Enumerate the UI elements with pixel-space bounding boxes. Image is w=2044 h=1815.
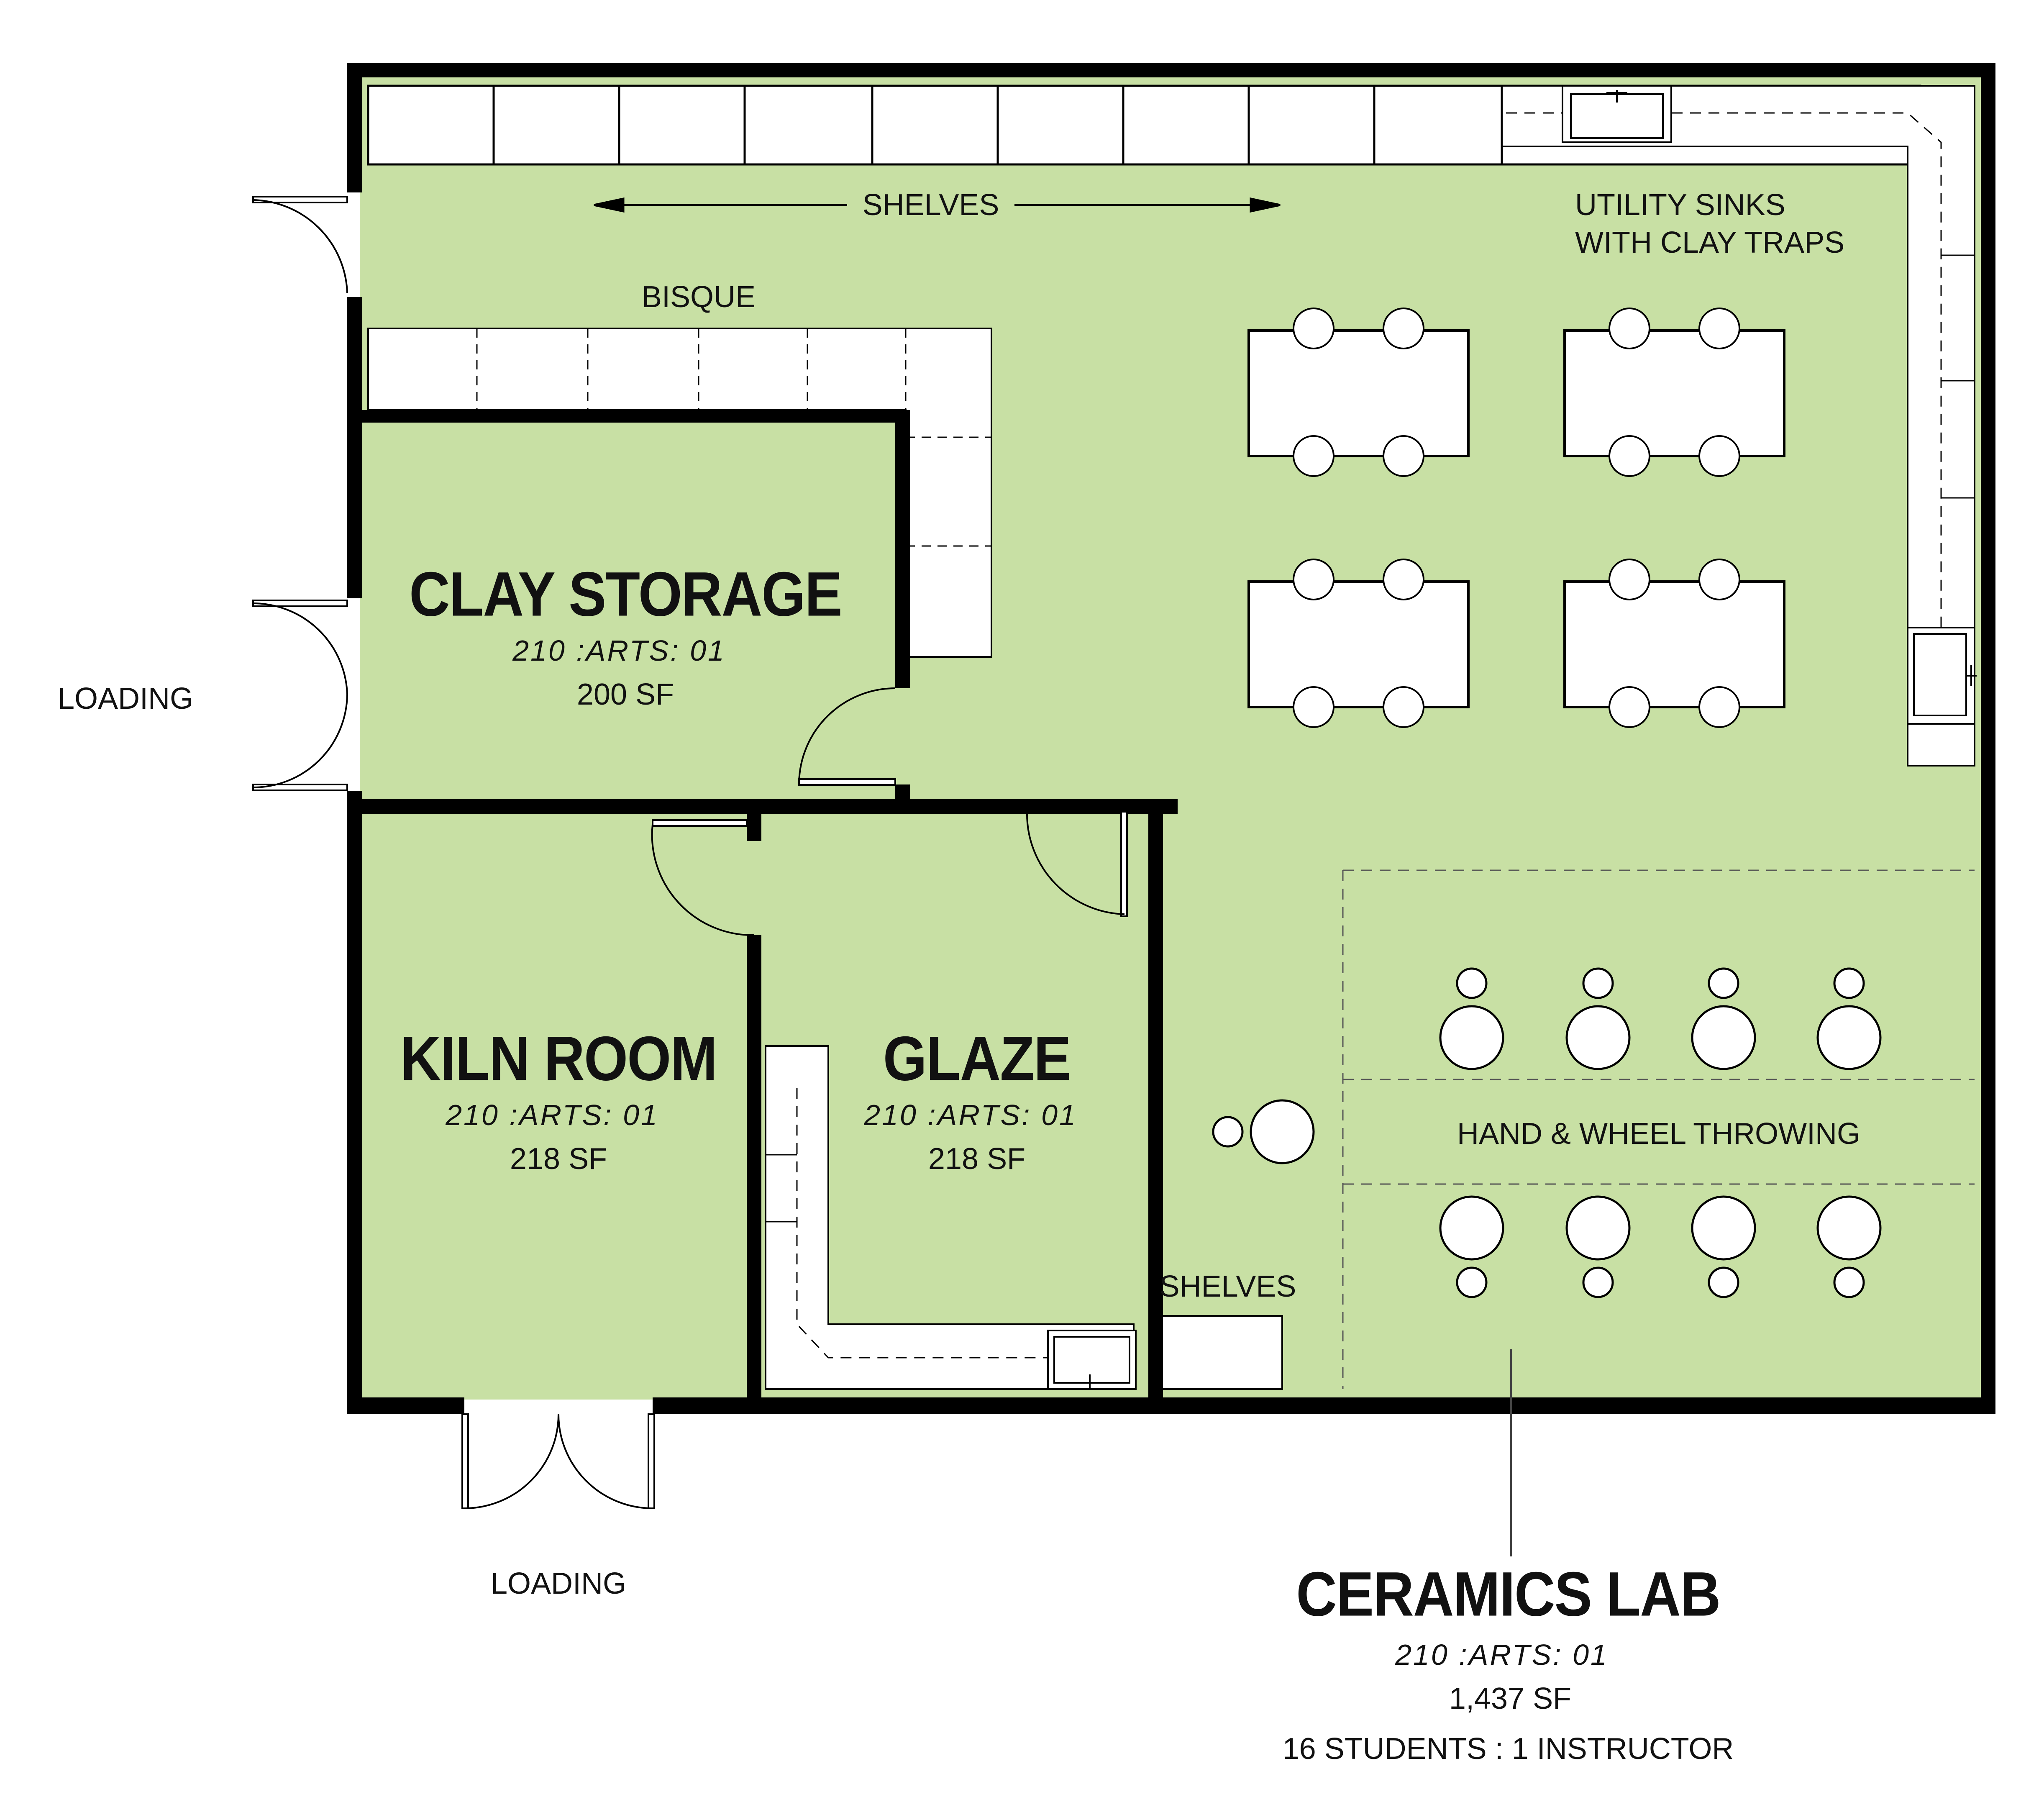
floor-fill: [360, 73, 1987, 1400]
pottery-wheels: [1212, 967, 1882, 1298]
sink-counter: [1501, 85, 1977, 767]
work-tables: [1247, 329, 1785, 708]
clay-storage-code: 210 :ARTS: 01: [512, 634, 726, 667]
shelves-top-note: SHELVES: [862, 188, 999, 222]
left-loading-double-door: [252, 600, 348, 791]
clay-storage-area: 200 SF: [576, 678, 674, 711]
kiln-room-code: 210 :ARTS: 01: [446, 1099, 659, 1131]
bottom-shelves-unit: [1156, 1315, 1283, 1390]
bisque-note: BISQUE: [641, 280, 756, 314]
shelves-bottom-note: SHELVES: [1159, 1270, 1296, 1303]
loading-bottom-note: LOADING: [490, 1567, 627, 1600]
ceramics-lab-area: 1,437 SF: [1449, 1682, 1572, 1715]
glaze-area: 218 SF: [928, 1142, 1026, 1176]
ceramics-lab-code: 210 :ARTS: 01: [1395, 1638, 1609, 1671]
kiln-room-area: 218 SF: [510, 1142, 607, 1176]
glaze-code: 210 :ARTS: 01: [864, 1099, 1077, 1131]
kiln-room-title: KILN ROOM: [400, 1023, 717, 1094]
glaze-door: [1026, 811, 1128, 917]
ceramics-lab-title: CERAMICS LAB: [1296, 1559, 1721, 1629]
glaze-sink: [1047, 1330, 1137, 1390]
clay-storage-door: [798, 687, 896, 786]
left-upper-door: [252, 196, 348, 293]
ceramics-lab-occupancy: 16 STUDENTS : 1 INSTRUCTOR: [1282, 1732, 1734, 1766]
exterior-walls: [347, 63, 1995, 1414]
glaze-title: GLAZE: [883, 1023, 1071, 1094]
bottom-loading-double-door: [461, 1413, 655, 1509]
loading-left-note: LOADING: [57, 682, 194, 715]
doors: [252, 196, 1128, 1509]
utility-sinks-note-line2: WITH CLAY TRAPS: [1575, 226, 1845, 259]
interior-walls: [362, 410, 1178, 1412]
chairs: [1293, 308, 1740, 728]
clay-storage-title: CLAY STORAGE: [409, 559, 842, 629]
hand-wheel-throwing-note: HAND & WHEEL THROWING: [1457, 1117, 1861, 1151]
kiln-door: [651, 819, 755, 936]
throwing-area-outline: [1342, 869, 1975, 1389]
utility-sink-right: [1907, 627, 1977, 725]
glaze-counter: [765, 1045, 1137, 1390]
utility-sink-top: [1562, 85, 1672, 143]
utility-sinks-note-line1: UTILITY SINKS: [1575, 188, 1785, 222]
shelves-arrows: [594, 197, 1281, 213]
